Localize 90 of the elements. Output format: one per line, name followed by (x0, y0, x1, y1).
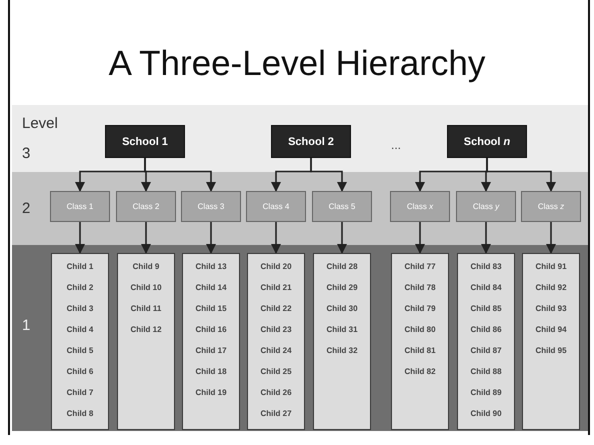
child-label: Child 21 (260, 282, 292, 294)
child-label: Child 4 (66, 324, 94, 336)
child-label: Child 12 (130, 324, 162, 336)
child-label: Child 80 (404, 324, 436, 336)
child-label: Child 19 (195, 387, 227, 399)
arrow (310, 158, 347, 192)
title: A Three-Level Hierarchy (108, 44, 486, 84)
child-label: Child 95 (535, 345, 567, 357)
child-label: Child 23 (260, 324, 292, 336)
child-label: Child 77 (404, 261, 436, 273)
child-label: Child 22 (260, 303, 292, 315)
child-label: Child 83 (470, 261, 502, 273)
child-label: Child 90 (470, 408, 502, 420)
arrow (486, 158, 556, 192)
level-label: 2 (22, 200, 30, 217)
arrow (75, 222, 85, 254)
level-band (12, 172, 588, 245)
child-label: Child 1 (66, 261, 94, 273)
school-box: School 1 (105, 125, 185, 158)
child-label: Child 78 (404, 282, 436, 294)
arrow (141, 222, 151, 254)
child-label: Child 30 (326, 303, 358, 315)
arrow (337, 222, 347, 254)
arrow (206, 222, 216, 254)
child-label: Child 92 (535, 282, 567, 294)
child-list-box (117, 253, 175, 430)
child-label: Child 6 (66, 366, 94, 378)
child-label: Child 18 (195, 366, 227, 378)
child-list-box (247, 253, 305, 430)
class-box: Class 4 (246, 191, 306, 222)
child-label: Child 85 (470, 303, 502, 315)
child-label: Child 9 (132, 261, 160, 273)
child-label: Child 29 (326, 282, 358, 294)
level-label: Level (22, 115, 58, 132)
level-label: 1 (22, 317, 30, 334)
class-box: Class 2 (116, 191, 176, 222)
child-label: Child 10 (130, 282, 162, 294)
child-label: Child 89 (470, 387, 502, 399)
child-label: Child 20 (260, 261, 292, 273)
class-box: Class z (521, 191, 581, 222)
child-list-box (313, 253, 371, 430)
arrow (271, 222, 281, 254)
class-box: Class x (390, 191, 450, 222)
child-label: Child 17 (195, 345, 227, 357)
class-box: Class y (456, 191, 516, 222)
child-label: Child 7 (66, 387, 94, 399)
level-band (12, 105, 588, 172)
child-label: Child 94 (535, 324, 567, 336)
child-label: Child 16 (195, 324, 227, 336)
school-box: School 2 (271, 125, 351, 158)
child-label: Child 79 (404, 303, 436, 315)
class-box: Class 1 (50, 191, 110, 222)
school-box: School n (447, 125, 527, 158)
class-box: Class 3 (181, 191, 241, 222)
child-label: Child 24 (260, 345, 292, 357)
child-label: Child 2 (66, 282, 94, 294)
child-label: Child 82 (404, 366, 436, 378)
child-label: Child 25 (260, 366, 292, 378)
child-label: Child 28 (326, 261, 358, 273)
child-label: Child 13 (195, 261, 227, 273)
child-label: Child 93 (535, 303, 567, 315)
arrow (144, 158, 216, 192)
child-label: Child 84 (470, 282, 502, 294)
child-label: Child 8 (66, 408, 94, 420)
child-list-box (522, 253, 580, 430)
class-box: Class 5 (312, 191, 372, 222)
child-list-box (457, 253, 515, 430)
child-label: Child 14 (195, 282, 227, 294)
child-label: Child 87 (470, 345, 502, 357)
child-list-box (182, 253, 240, 430)
arrow (481, 222, 491, 254)
arrow (415, 222, 425, 254)
child-label: Child 86 (470, 324, 502, 336)
child-label: Child 31 (326, 324, 358, 336)
level-band (12, 245, 588, 431)
child-label: Child 88 (470, 366, 502, 378)
child-label: Child 27 (260, 408, 292, 420)
level-label: 3 (22, 145, 30, 162)
child-label: Child 32 (326, 345, 358, 357)
child-list-box (51, 253, 109, 430)
child-label: Child 15 (195, 303, 227, 315)
child-label: Child 3 (66, 303, 94, 315)
child-label: Child 81 (404, 345, 436, 357)
child-list-box (391, 253, 449, 430)
ellipsis-label: ... (391, 138, 402, 152)
child-label: Child 11 (130, 303, 162, 315)
child-label: Child 91 (535, 261, 567, 273)
child-label: Child 26 (260, 387, 292, 399)
arrow (546, 222, 556, 254)
child-label: Child 5 (66, 345, 94, 357)
